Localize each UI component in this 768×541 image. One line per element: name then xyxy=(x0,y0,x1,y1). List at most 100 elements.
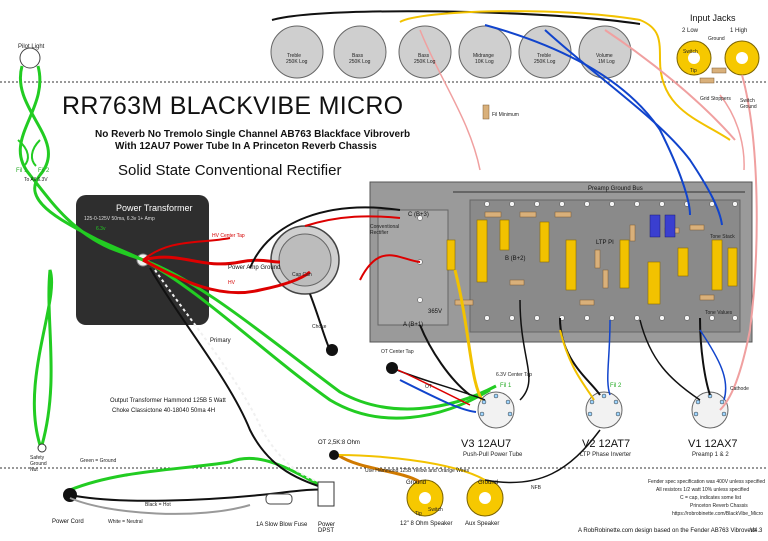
hv-label: HV xyxy=(228,280,235,286)
c-b3-label: C (B+3) xyxy=(408,212,429,218)
tube-v3-desc: Push-Pull Power Tube xyxy=(463,452,523,458)
to-all-63v-label: To All 6.3V xyxy=(24,177,48,183)
primary-wire-b xyxy=(154,269,329,486)
input-low-label: 2 Low xyxy=(682,28,699,34)
tube-v1-desc: Preamp 1 & 2 xyxy=(692,452,729,458)
hot-wire xyxy=(69,488,331,502)
pilot-light xyxy=(19,47,41,69)
speaker-tip-label: Tip xyxy=(415,511,422,517)
tone-stack-label: Tone Stack xyxy=(710,234,735,240)
tube-socket-pins xyxy=(479,393,727,417)
ot-secondary-yellow xyxy=(337,454,486,481)
pot-2-name: Bass xyxy=(352,53,364,59)
rectifier-label: Conventional Rectifier xyxy=(370,224,400,236)
eyelet-board xyxy=(469,199,741,333)
ot-label: OT xyxy=(425,384,432,390)
tube-sockets xyxy=(477,391,729,429)
input-tip-label: Tip xyxy=(690,68,697,74)
pot-shapes xyxy=(270,25,632,79)
white-neutral-label: White = Neutral xyxy=(108,519,143,525)
grid-stoppers-label: Grid Stoppers xyxy=(700,96,731,102)
neutral-wire xyxy=(69,497,251,515)
v1-cathode-label: Cathode xyxy=(730,386,749,392)
v365-label: 365V xyxy=(428,309,443,315)
fuse-label: 1A Slow Blow Fuse xyxy=(256,522,308,528)
input-ground-label: Ground xyxy=(708,36,725,42)
power-amp-ground-label: Power Amp Ground xyxy=(228,265,281,271)
output-transformer-line-2: Choke Classictone 40-18040 50ma 4H xyxy=(112,408,216,414)
note-3: C = cap, indicates some list xyxy=(680,495,741,501)
primary-wire-a xyxy=(149,267,331,491)
b-b2-label: B (B+2) xyxy=(505,256,526,262)
ltp-pi-label: LTP PI xyxy=(596,240,614,246)
v3-fil1-label: Fil 1 xyxy=(500,383,512,389)
electrolytic-caps xyxy=(649,214,676,238)
fil-minimum-label: Fil Minimum xyxy=(492,112,519,118)
speaker-aux-label: Aux Speaker xyxy=(465,521,500,527)
power-switch-body xyxy=(317,481,335,507)
pot-6-value: 1M Log xyxy=(598,59,615,65)
pot-5-name: Treble xyxy=(537,53,551,59)
speaker-main-ground-label: Ground xyxy=(406,480,427,486)
heater-wire-b xyxy=(18,65,144,262)
tube-v3-name: V3 12AU7 xyxy=(461,438,512,450)
input-high-label: 1 High xyxy=(730,28,748,34)
note-5: https://robrobinette.com/BlackVibe_Micro xyxy=(672,511,764,517)
switch-ground-label: Switch Ground xyxy=(740,98,757,110)
fuse-holder xyxy=(265,493,293,505)
hv-center-tap-label: HV Center Tap xyxy=(212,233,245,239)
preamp-ground-bus-label: Preamp Ground Bus xyxy=(588,186,643,192)
page-title: RR763M BLACKVIBE MICRO xyxy=(62,92,404,120)
subtitle-1: No Reverb No Tremolo Single Channel AB76… xyxy=(95,129,411,140)
ot-secondary-orange xyxy=(337,453,421,484)
fil-1-label: Fil 1 xyxy=(16,168,28,174)
primary-label: Primary xyxy=(210,338,231,344)
nfb-label: NFB xyxy=(531,485,541,491)
speaker-aux-ground-label: Ground xyxy=(478,480,499,486)
pot-4-value: 10K Log xyxy=(475,59,494,65)
input-jacks-title: Input Jacks xyxy=(690,13,736,23)
ot-secondary-label: OT 2,5K:8 Ohm xyxy=(318,440,360,446)
output-transformer-line-1: Output Transformer Hammond 125B 5 Watt xyxy=(110,398,226,404)
b-plus-wire xyxy=(304,215,401,227)
pot-5-value: 250K Log xyxy=(534,59,556,65)
resistors xyxy=(454,67,727,306)
eyelets xyxy=(417,201,738,321)
ot-center-tap-label: OT Center Tap xyxy=(381,349,414,355)
safety-ground-label: Safety Ground Nut xyxy=(30,455,47,473)
pot-2-value: 250K Log xyxy=(349,59,371,65)
note-1: Fender spec specification was 400V unles… xyxy=(648,479,766,485)
input-switch-label: Switch xyxy=(683,49,698,55)
capacitors xyxy=(446,219,738,305)
pot-1-name: Treble xyxy=(287,53,301,59)
subtitle-2: With 12AU7 Power Tube In A Princeton Rev… xyxy=(115,141,377,152)
heater-to-tubes-b xyxy=(142,258,497,411)
ot-wires-label: Use Hammond 125B Yellow and Orange Wires xyxy=(365,468,469,474)
green-ground-label: Green = Ground xyxy=(80,458,117,464)
speaker-switch-label: Switch xyxy=(428,507,443,513)
tube-v1-name: V1 12AX7 xyxy=(688,438,738,450)
rectifier-heading: Solid State Conventional Rectifier xyxy=(118,162,342,179)
rectifier-board xyxy=(377,209,449,326)
version-label: V4.3 xyxy=(750,528,763,534)
pot-3-value: 250K Log xyxy=(414,59,436,65)
a-b1-label: A (B+1) xyxy=(403,322,424,328)
hv-wire-a xyxy=(142,255,281,266)
note-4: Princeton Reverb Chassis xyxy=(690,503,748,509)
choke-label: Choke xyxy=(312,324,327,330)
pot-3-name: Bass xyxy=(418,53,430,59)
pot-4-name: Midrange xyxy=(473,53,494,59)
nfb-wire xyxy=(484,429,601,484)
pot-6-name: Volume xyxy=(596,53,613,59)
black-hot-label: Black = Hot xyxy=(145,502,171,508)
pilot-light-label: Pilot Light xyxy=(18,44,45,50)
heater-to-tubes-a xyxy=(142,258,491,420)
choke-wire xyxy=(309,293,331,351)
power-transformer-spec: 125-0-125V 50ma, 6.3v 1+ Amp xyxy=(84,216,155,222)
note-2: All resistors 1/2 watt 10% unless specif… xyxy=(656,487,750,493)
fil-2-label: Fil 2 xyxy=(38,168,50,174)
tube-v2-desc: LTP Phase Inverter xyxy=(580,452,632,458)
heater-label: 6.3V Center Tap xyxy=(496,372,533,378)
